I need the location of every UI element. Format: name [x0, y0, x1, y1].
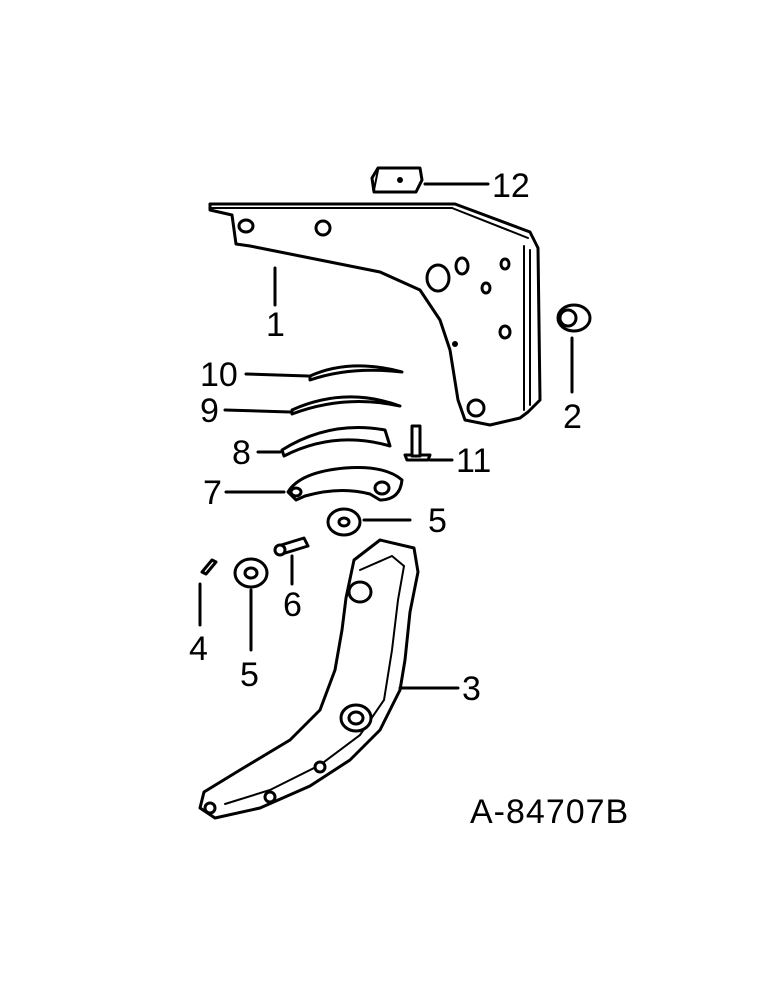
part-8-spring [280, 426, 392, 458]
callout-2: 2 [563, 398, 582, 436]
leader-10 [244, 372, 310, 378]
part-9-spring [290, 395, 402, 416]
callout-12: 12 [492, 167, 530, 205]
part-2-bushing [556, 303, 592, 333]
part-11-bolt [403, 424, 432, 462]
callout-8: 8 [232, 434, 251, 472]
part-5-washer-lower [233, 557, 269, 589]
part-12-block [370, 166, 424, 194]
drawing-number: A-84707B [470, 793, 629, 831]
part-1-bracket [208, 202, 542, 427]
callout-3: 3 [462, 670, 481, 708]
part-3-pedal-arm [198, 538, 420, 820]
callout-1: 1 [266, 306, 285, 344]
leader-9 [223, 408, 292, 414]
part-6-pin [273, 536, 310, 557]
callout-numbers: 12 1 2 10 9 8 11 7 5 6 4 5 3 [189, 167, 582, 708]
callout-6: 6 [283, 586, 302, 624]
callout-5-lower: 5 [240, 656, 259, 694]
part-10-spring [308, 364, 404, 382]
callout-5-upper: 5 [428, 502, 447, 540]
leader-lines [198, 182, 574, 690]
callout-7: 7 [203, 474, 222, 512]
callout-4: 4 [189, 630, 208, 668]
callout-10: 10 [200, 356, 238, 394]
callout-9: 9 [200, 392, 219, 430]
part-4-roll-pin [200, 558, 218, 576]
callout-11: 11 [456, 442, 491, 480]
part-7-link [286, 466, 404, 502]
part-5-washer-upper [326, 507, 362, 537]
